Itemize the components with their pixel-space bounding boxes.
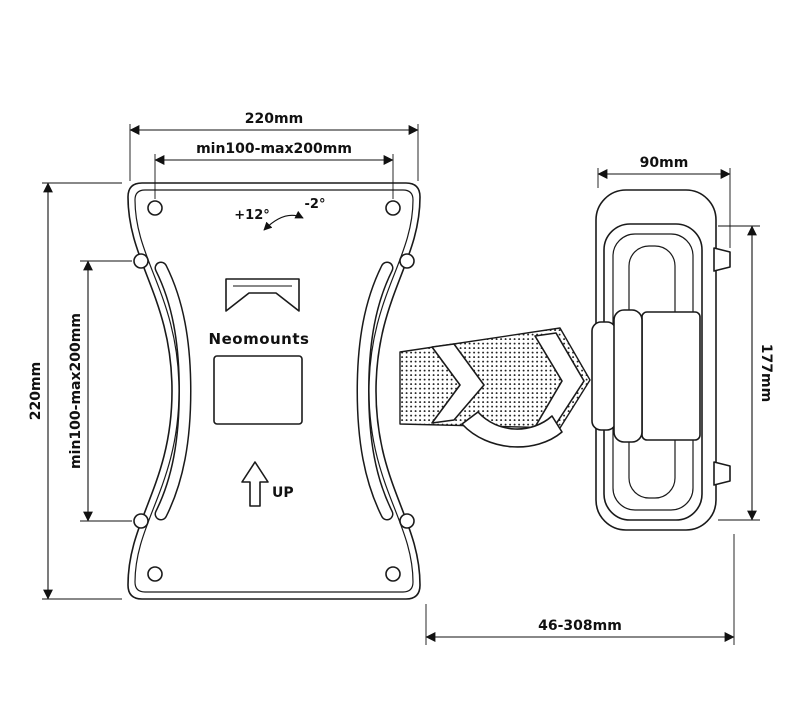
mounting-hole [385,566,401,582]
vesa-slot-fill [156,263,191,519]
arm-lower-link [461,411,563,448]
dim-plate-height-label: 220mm [28,362,44,420]
center-cutout [213,355,303,425]
dim-plate-width-label: 220mm [245,111,303,127]
dim-plate-height: 220mm [28,182,122,600]
arm-clamp-back [613,309,643,443]
up-label: UP [272,485,294,501]
vesa-slot-left [154,261,192,521]
dim-bracket-width: 90mm [597,155,731,248]
arm-clamp-front [591,321,617,431]
dim-extension: 46-308mm [425,534,735,645]
vesa-slot-right [356,261,394,521]
dim-vesa-width: min100-max200mm [154,141,394,199]
mounting-holes [133,200,415,582]
center-hook-cutout [225,278,300,312]
dim-vesa-height-label: min100-max200mm [68,313,84,469]
mounting-hole [385,200,401,216]
dim-bracket-height-label: 177mm [758,344,774,402]
dim-extension-label: 46-308mm [538,618,622,634]
dim-bracket-width-label: 90mm [640,155,689,171]
dim-vesa-width-label: min100-max200mm [196,141,352,157]
dim-plate-width: 220mm [129,111,419,181]
mounting-hole [133,513,149,529]
arm-bracket-plate [641,311,701,441]
up-arrow-icon [241,461,269,507]
mounting-hole [147,200,163,216]
swivel-arm [399,309,701,448]
vesa-plate: Neomounts UP +12° -2° [127,182,421,600]
mounting-hole [147,566,163,582]
mounting-hole [133,253,149,269]
wall-bracket-tab-top [713,247,731,272]
brand-logo: Neomounts [209,330,310,348]
wall-bracket-tab-bottom [713,461,731,486]
tilt-down-label: -2° [305,197,326,212]
arm-joint-chevron-left [431,343,485,424]
mounting-hole [399,253,415,269]
mounting-hole [399,513,415,529]
vesa-slot-fill [357,263,392,519]
dim-vesa-height: min100-max200mm [68,260,132,522]
tilt-arrow-icon [263,210,304,231]
dim-bracket-height: 177mm [718,225,774,521]
tilt-up-label: +12° [234,208,269,223]
vesa-plate-inner-outline [134,189,414,593]
